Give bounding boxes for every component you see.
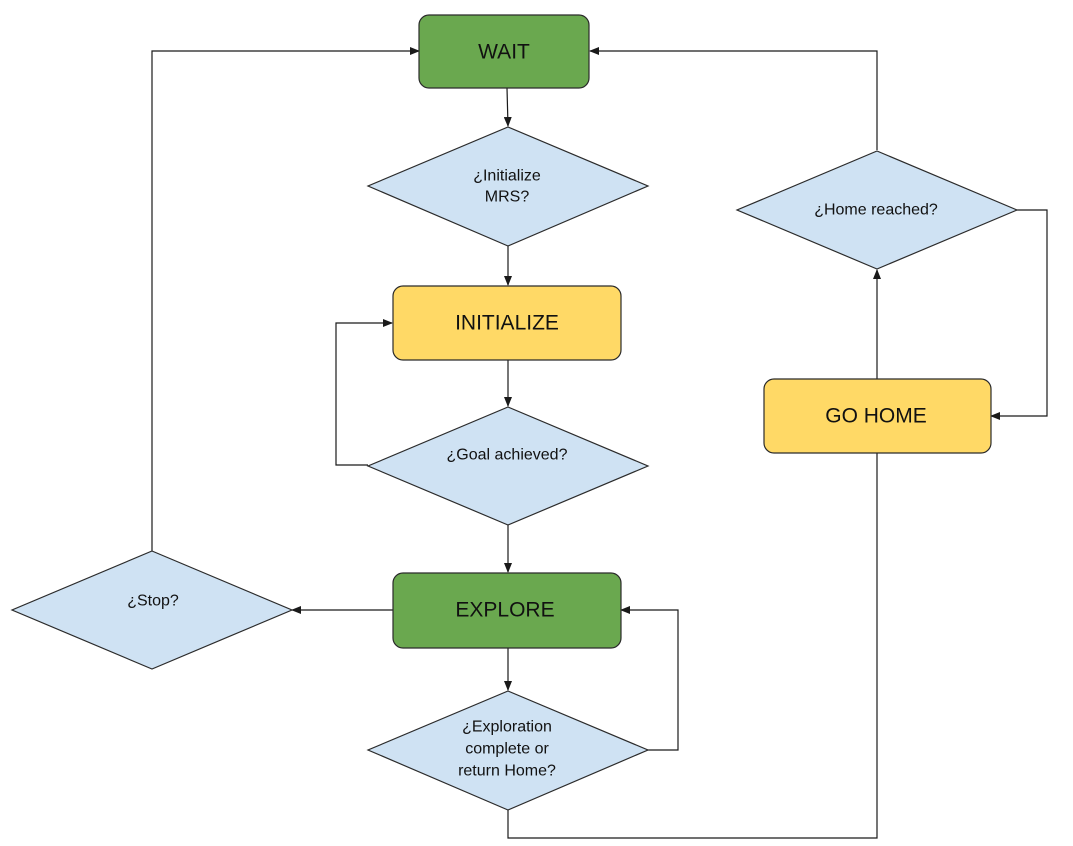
decision-initialize-mrs-label-line-2: MRS? bbox=[485, 189, 530, 206]
decision-stop-shape bbox=[10, 550, 294, 670]
state-initialize-label: INITIALIZE bbox=[455, 312, 559, 335]
edge-exploration-complete-to-go-home bbox=[507, 453, 878, 839]
edge-home-reached-loop-to-go-home bbox=[990, 209, 1048, 420]
edge-wait-to-initialize-mrs bbox=[503, 87, 512, 127]
state-wait-label: WAIT bbox=[478, 41, 530, 64]
edge-goal-achieved-loop-to-initialize bbox=[335, 319, 393, 466]
edges bbox=[151, 47, 1048, 839]
decision-exploration-complete-shape bbox=[366, 690, 650, 811]
decision-exploration-complete-label-line-1: ¿Exploration bbox=[462, 719, 552, 736]
state-initialize-box bbox=[392, 285, 622, 361]
decision-goal-achieved-shape bbox=[366, 406, 650, 526]
decision-initialize-mrs-label-line-1: ¿Initialize bbox=[473, 168, 541, 185]
decision-exploration-complete-label-line-3: return Home? bbox=[458, 763, 556, 780]
decision-home-reached-shape bbox=[735, 150, 1019, 270]
decision-goal-achieved-label: ¿Goal achieved? bbox=[447, 447, 568, 464]
state-initialize: INITIALIZE bbox=[392, 285, 622, 361]
decision-stop: ¿Stop? bbox=[10, 550, 294, 670]
state-explore-label: EXPLORE bbox=[455, 599, 554, 622]
decision-initialize-mrs-shape bbox=[366, 126, 650, 247]
decision-exploration-complete: ¿Exploration complete or return Home? bbox=[366, 690, 650, 811]
decision-goal-achieved: ¿Goal achieved? bbox=[366, 406, 650, 526]
edge-stop-to-wait bbox=[151, 47, 420, 551]
state-explore: EXPLORE bbox=[392, 572, 622, 649]
state-wait-box bbox=[418, 14, 590, 89]
state-go-home-box bbox=[763, 378, 992, 454]
state-explore-box bbox=[392, 572, 622, 649]
edge-exploration-complete-loop-to-explore bbox=[620, 606, 679, 751]
state-wait: WAIT bbox=[418, 14, 590, 89]
decision-stop-label: ¿Stop? bbox=[127, 593, 179, 610]
decision-initialize-mrs: ¿Initialize MRS? bbox=[366, 126, 650, 247]
state-go-home: GO HOME bbox=[763, 378, 992, 454]
edge-home-reached-to-wait bbox=[589, 47, 878, 150]
decision-home-reached-label: ¿Home reached? bbox=[814, 202, 938, 219]
decision-exploration-complete-label-line-2: complete or bbox=[465, 741, 549, 758]
decision-home-reached: ¿Home reached? bbox=[735, 150, 1019, 270]
state-go-home-label: GO HOME bbox=[825, 405, 927, 428]
